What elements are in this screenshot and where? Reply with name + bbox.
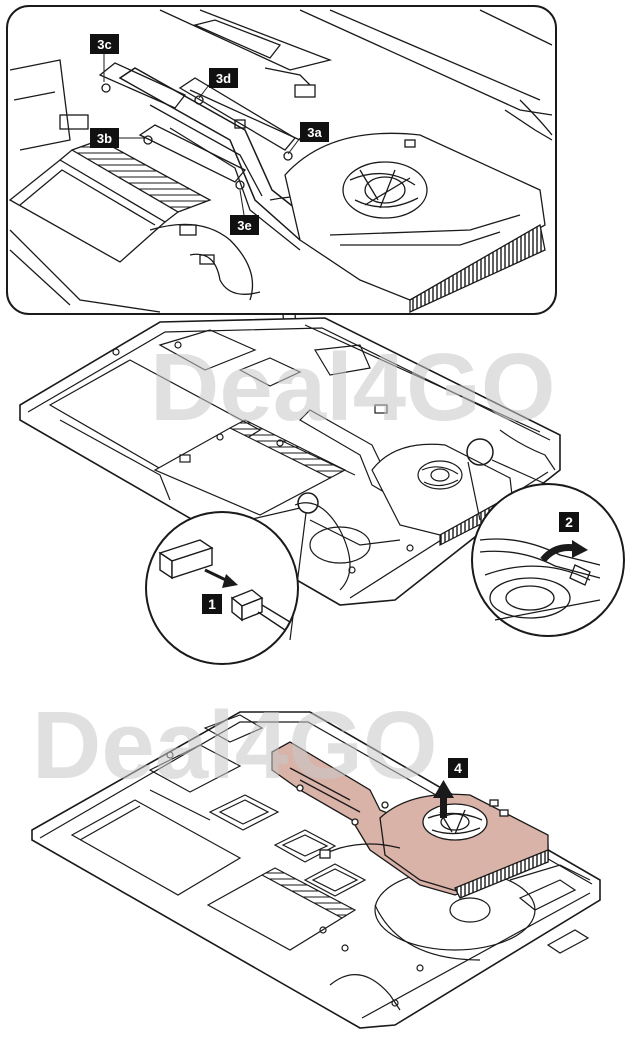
detail-circle-1: 1 xyxy=(145,507,307,665)
callout-3c: 3c xyxy=(90,34,119,82)
step-1-label: 1 xyxy=(208,596,216,612)
laptop-base-view-2 xyxy=(31,711,601,1029)
callout-3d-label: 3d xyxy=(216,71,231,86)
cable-marker xyxy=(466,438,494,466)
detail-circle-2: 2 xyxy=(467,459,625,637)
step-1-badge xyxy=(202,594,222,614)
release-arrow xyxy=(540,544,576,563)
step-4-badge xyxy=(448,758,468,778)
watermark-top: Deal4GO xyxy=(150,334,556,441)
lift-arrow xyxy=(433,780,454,818)
fan-assembly-zoom xyxy=(284,132,546,314)
fan-cable-connector xyxy=(158,539,214,580)
callout-3e-label: 3e xyxy=(237,218,251,233)
disconnect-arrowhead xyxy=(222,574,238,588)
step-2-badge xyxy=(559,512,579,532)
release-arrowhead xyxy=(572,540,588,558)
step-2-label: 2 xyxy=(565,514,573,530)
zoom-detail-panel xyxy=(6,5,557,501)
callout-3a-label: 3a xyxy=(307,125,322,140)
laptop-base-view-1 xyxy=(19,317,561,606)
connector-marker xyxy=(297,492,319,514)
step-4-label: 4 xyxy=(454,760,462,776)
ram-module-zoom xyxy=(8,139,212,263)
fan-heatpipe-assembly-lifted xyxy=(271,741,549,899)
callout-3d: 3d xyxy=(198,68,238,99)
callout-3b: 3b xyxy=(90,128,145,148)
callout-3e: 3e xyxy=(230,189,259,235)
board-socket xyxy=(230,589,291,631)
callout-3c-label: 3c xyxy=(97,37,111,52)
callout-3b-label: 3b xyxy=(97,131,112,146)
watermark-bottom: Deal4GO xyxy=(32,692,438,799)
callout-3a: 3a xyxy=(287,122,329,155)
